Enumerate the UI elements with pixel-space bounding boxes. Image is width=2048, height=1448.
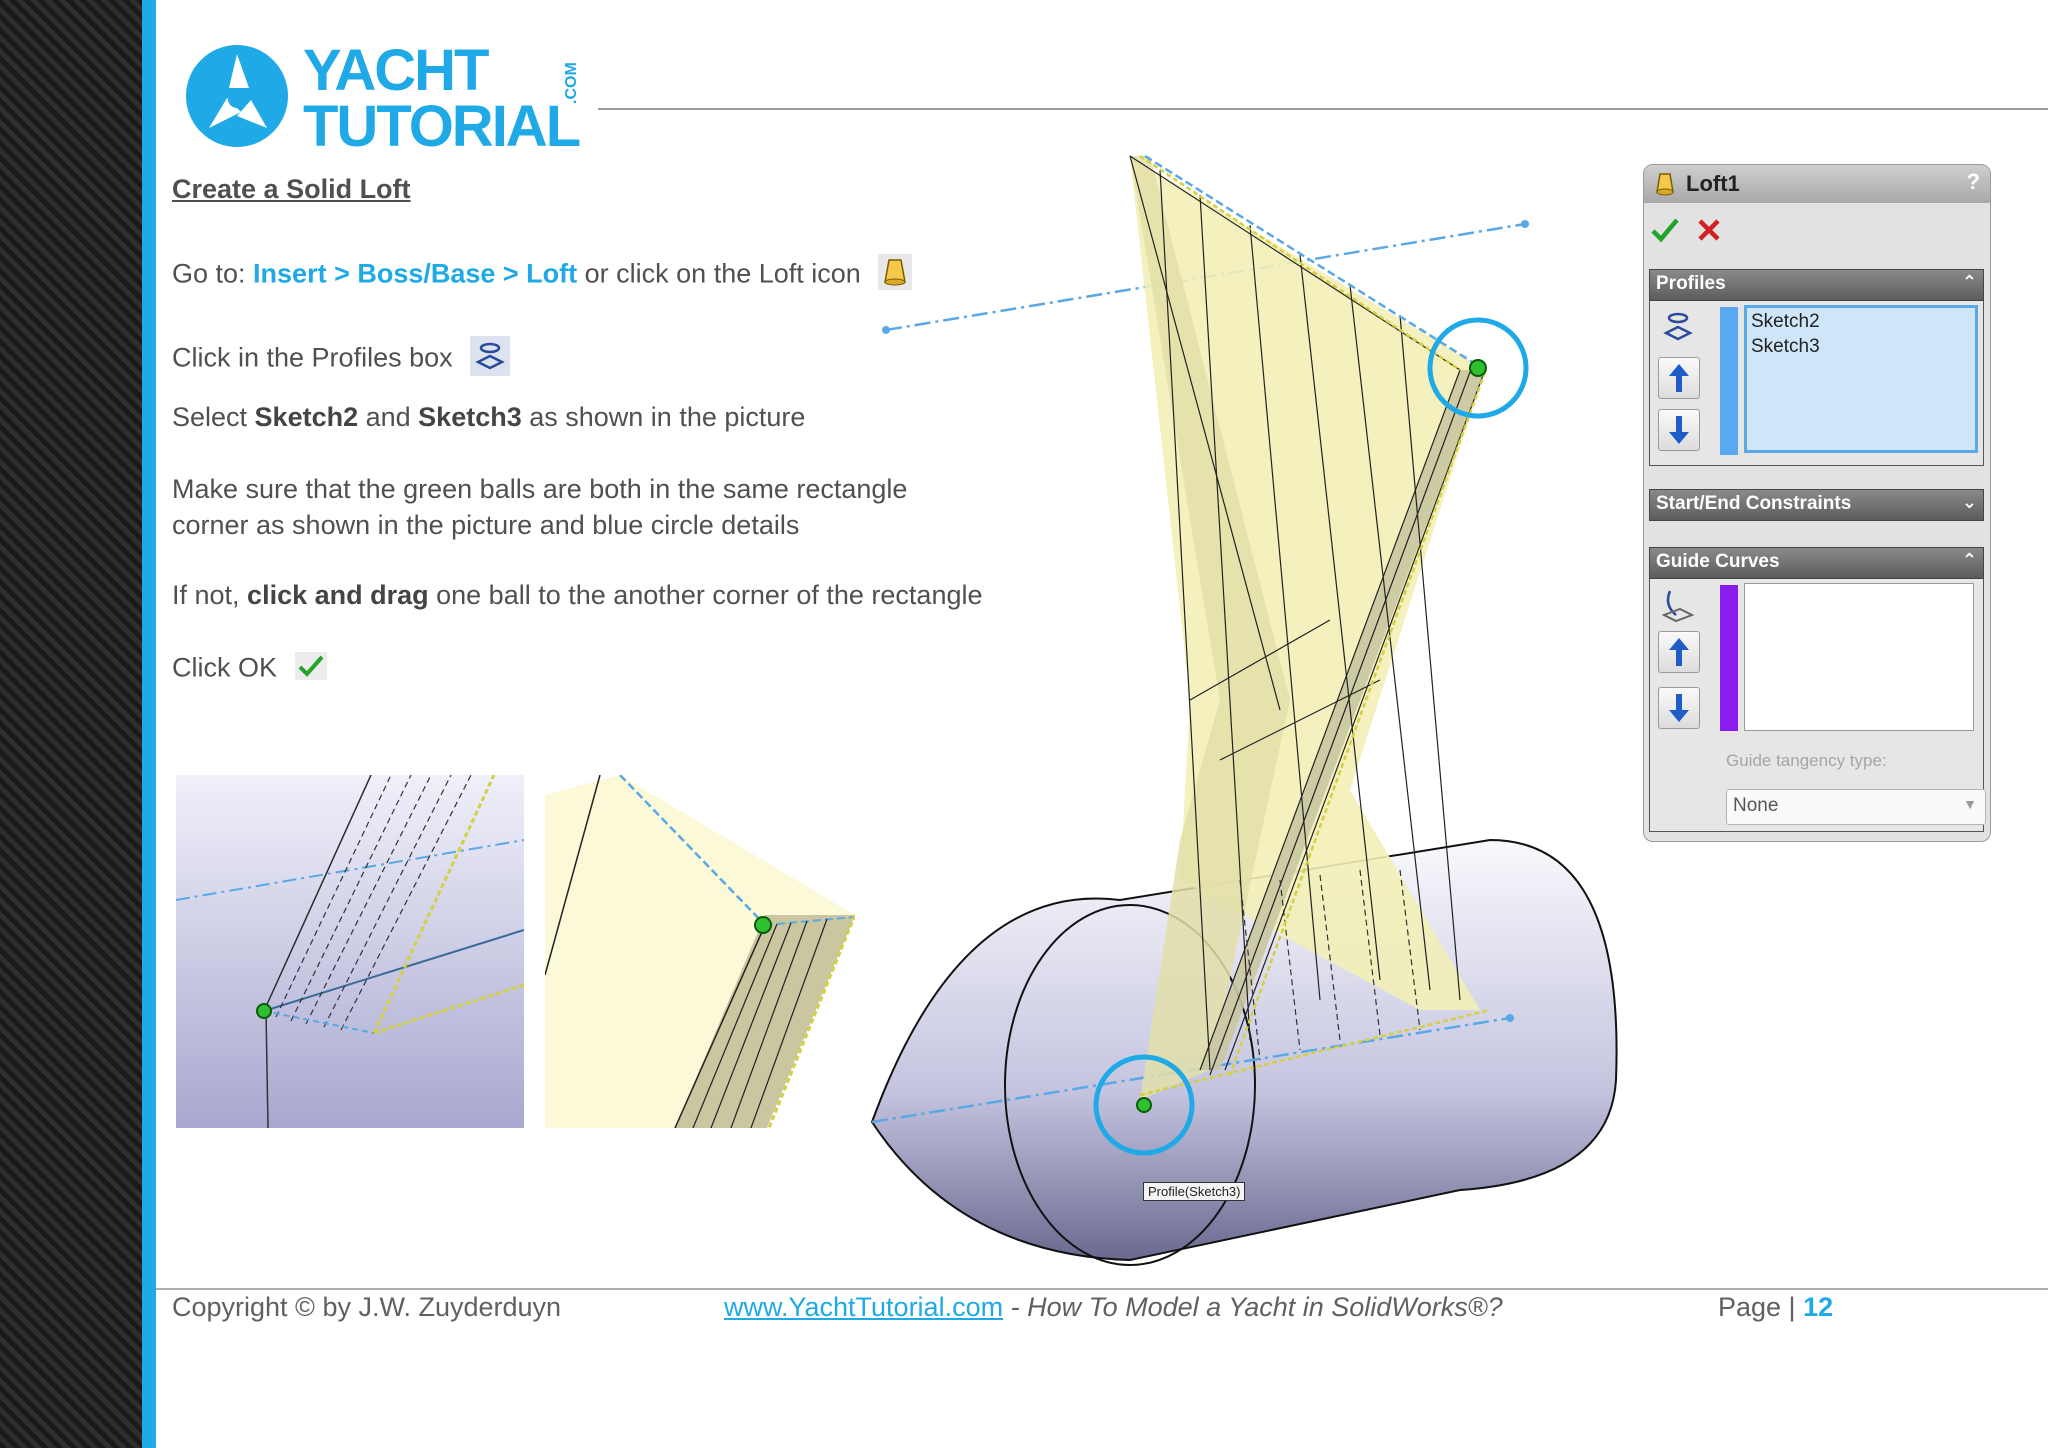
yacht-tutorial-logo: YACHT TUTORIAL .COM xyxy=(185,40,595,160)
logo-line1: YACHT xyxy=(303,38,489,103)
step-profiles-box: Click in the Profiles box xyxy=(172,336,511,383)
guide-move-up-button[interactable] xyxy=(1658,631,1700,673)
profiles-color-strip xyxy=(1720,307,1738,455)
footer-subtitle: - How To Model a Yacht in SolidWorks®? xyxy=(1003,1292,1503,1322)
help-icon[interactable]: ? xyxy=(1966,169,1980,194)
profiles-list[interactable]: Sketch2 Sketch3 xyxy=(1744,305,1978,453)
logo-com: .COM xyxy=(563,62,580,104)
footer-link[interactable]: www.YachtTutorial.com xyxy=(724,1292,1004,1322)
ok-check-icon[interactable] xyxy=(1650,215,1680,245)
detail-image-corner-left xyxy=(176,775,524,1128)
loft-icon xyxy=(878,254,913,297)
collapse-chevron-icon[interactable]: ⌃ xyxy=(1961,272,1977,292)
guide-curves-list[interactable] xyxy=(1744,583,1974,731)
panel-title-bar: Loft1 ? xyxy=(1644,165,1990,203)
arrow-down-icon xyxy=(1669,694,1689,722)
logo-emblem-icon xyxy=(186,45,288,147)
page-number: 12 xyxy=(1803,1292,1834,1322)
header-rule xyxy=(598,108,2048,110)
step-select-sketches: Select Sketch2 and Sketch3 as shown in t… xyxy=(172,402,806,432)
step-green-balls-1: Make sure that the green balls are both … xyxy=(172,474,908,504)
accent-bar xyxy=(142,0,156,1448)
profile-item[interactable]: Sketch3 xyxy=(1751,336,1820,357)
footer-page: Page | 12 xyxy=(1718,1292,1834,1322)
step-green-balls-2: corner as shown in the picture and blue … xyxy=(172,510,800,540)
footer-rule xyxy=(156,1288,2048,1290)
arrow-up-icon xyxy=(1669,638,1689,666)
step-drag: If not, click and drag one ball to the a… xyxy=(172,580,983,610)
loft-3d-view: Profile(Sketch3) xyxy=(860,140,1640,1270)
arrow-up-icon xyxy=(1669,364,1689,392)
guide-curves-section-header[interactable]: Guide Curves⌃ xyxy=(1649,547,1984,579)
detail-image-corner-right xyxy=(545,775,855,1128)
step-goto: Go to: Insert > Boss/Base > Loft or clic… xyxy=(172,254,913,297)
footer-copyright: Copyright © by J.W. Zuyderduyn xyxy=(172,1292,562,1322)
loft-property-panel: Loft1 ? Profiles⌃ Sketch2 Sketch3 Start/… xyxy=(1643,164,1991,842)
collapse-chevron-icon[interactable]: ⌃ xyxy=(1961,550,1977,570)
guide-curve-icon xyxy=(1661,590,1695,623)
profiles-section-header[interactable]: Profiles⌃ xyxy=(1649,269,1984,301)
expand-chevron-icon[interactable]: ⌄ xyxy=(1961,492,1977,512)
profiles-icon xyxy=(470,336,511,383)
move-up-button[interactable] xyxy=(1658,357,1700,399)
profiles-icon xyxy=(1663,312,1693,341)
profiles-section-body: Sketch2 Sketch3 xyxy=(1649,301,1984,466)
profile-tag: Profile(Sketch3) xyxy=(1143,1182,1246,1201)
guide-color-strip xyxy=(1720,585,1738,731)
cancel-x-icon[interactable] xyxy=(1696,217,1722,243)
carbon-sidebar xyxy=(0,0,142,1448)
logo-line2: TUTORIAL xyxy=(303,94,581,159)
guide-move-down-button[interactable] xyxy=(1658,687,1700,729)
panel-title: Loft1 xyxy=(1686,171,1740,196)
step-ok: Click OK xyxy=(172,652,327,687)
constraints-section-header[interactable]: Start/End Constraints⌄ xyxy=(1649,489,1984,521)
dropdown-arrow-icon: ▼ xyxy=(1963,796,1977,812)
arrow-down-icon xyxy=(1669,416,1689,444)
guide-curves-section-body: Guide tangency type: None ▼ xyxy=(1649,579,1986,832)
guide-tangency-select[interactable]: None ▼ xyxy=(1726,789,1986,825)
page-title: Create a Solid Loft xyxy=(172,174,411,204)
profile-item[interactable]: Sketch2 xyxy=(1751,311,1820,332)
footer-site: www.YachtTutorial.com - How To Model a Y… xyxy=(724,1292,1503,1323)
move-down-button[interactable] xyxy=(1658,409,1700,451)
menu-path: Insert > Boss/Base > Loft xyxy=(253,258,578,289)
ok-check-icon xyxy=(294,652,327,687)
guide-tangency-label: Guide tangency type: xyxy=(1726,751,1887,770)
loft-feature-icon xyxy=(1656,173,1674,196)
